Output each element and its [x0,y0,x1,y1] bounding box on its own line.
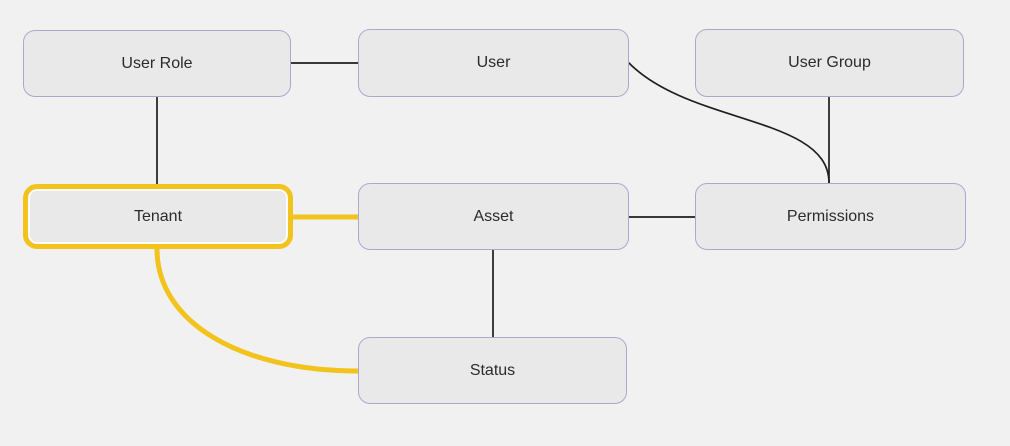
node-label: Tenant [133,207,183,225]
node-user-group[interactable]: User Group [695,29,964,97]
node-permissions[interactable]: Permissions [695,183,966,250]
node-asset[interactable]: Asset [358,183,629,250]
node-user-role[interactable]: User Role [23,30,291,97]
node-label: Permissions [786,207,875,225]
node-label: User [476,54,511,71]
node-user[interactable]: User [358,29,629,97]
node-tenant[interactable]: Tenant [23,184,293,249]
node-label: Asset [473,207,514,225]
node-label: User Role [121,54,193,72]
edge-user-to-permissions [628,62,830,184]
node-label: Status [469,361,516,379]
edge-tenant-to-status [154,246,361,374]
node-status[interactable]: Status [358,337,627,404]
node-label: User Group [788,54,871,71]
